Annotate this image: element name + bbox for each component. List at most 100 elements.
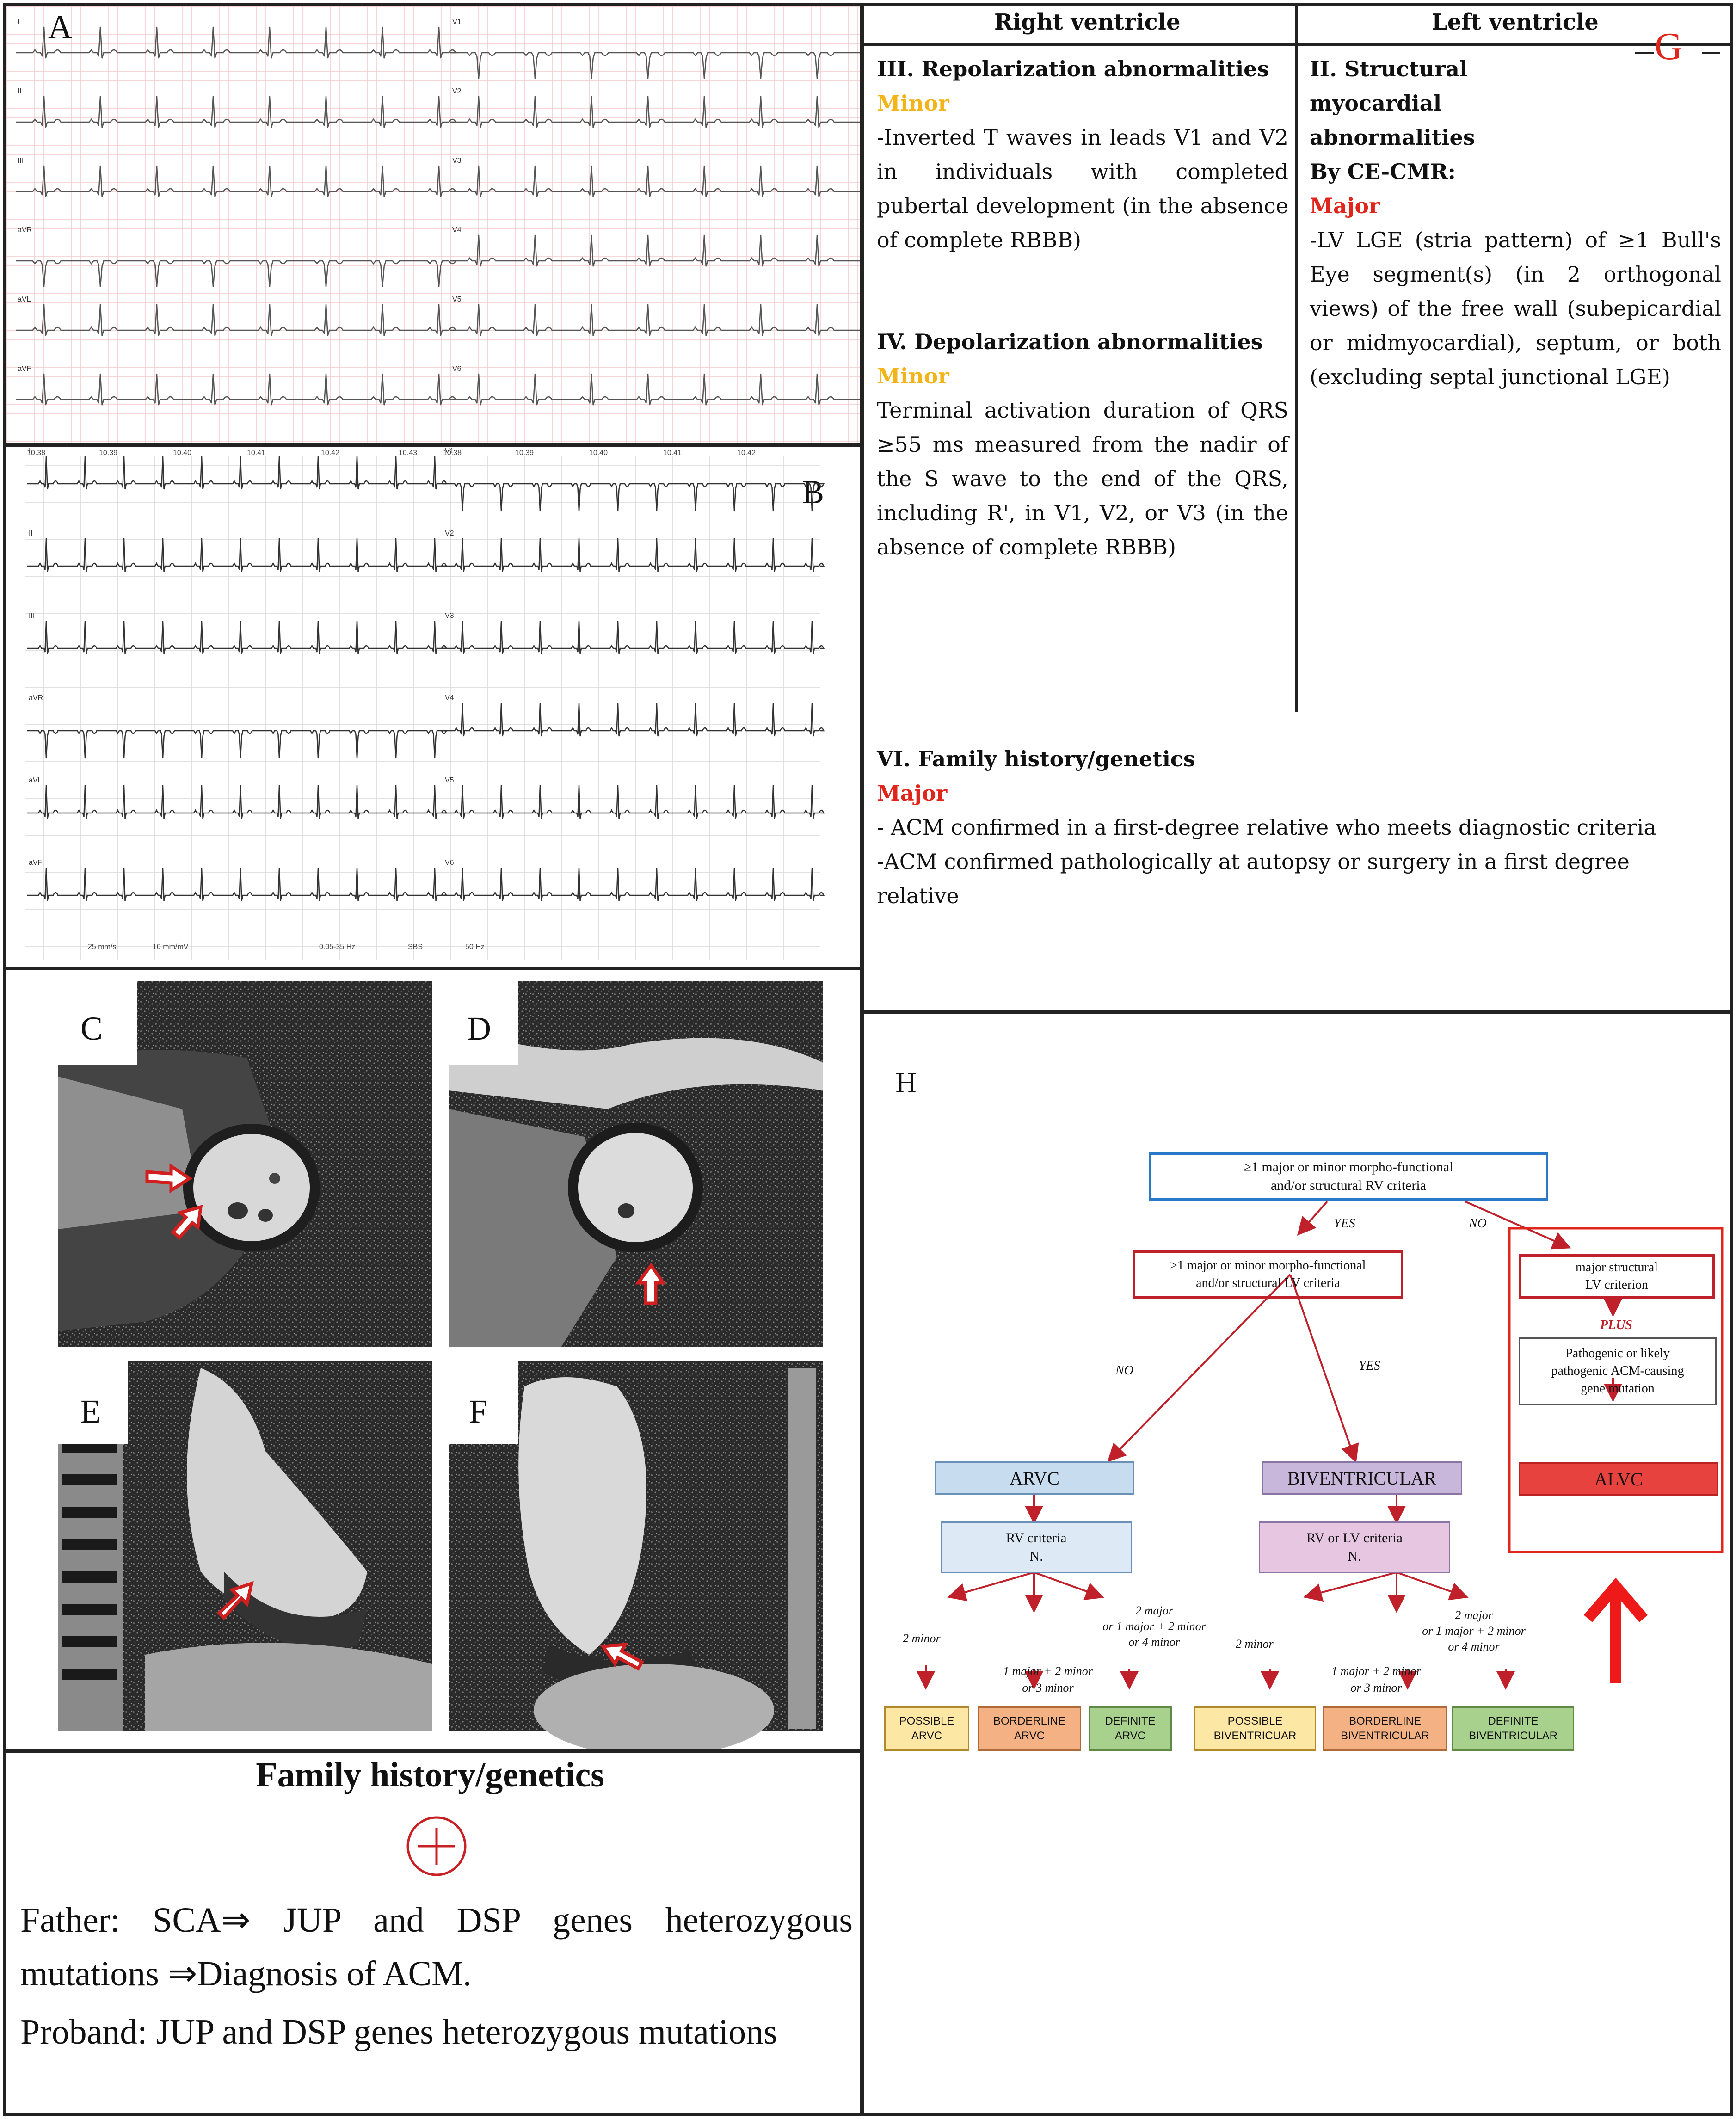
- ecg-lead-label: III: [29, 612, 35, 620]
- fc-rv-n-line1: RV criteria: [1006, 1530, 1067, 1546]
- fc-definite-arvc: DEFINITE ARVC: [1089, 1706, 1172, 1751]
- ecg-lead-label: aVF: [29, 859, 43, 867]
- fc-arvc-right-2: or 1 major + 2 minor: [1102, 1620, 1206, 1633]
- fc-possible-biv-1: POSSIBLE: [1227, 1715, 1283, 1727]
- ecg-trace-III: [27, 620, 448, 654]
- cmr-image-d: [449, 981, 823, 1347]
- ecg-lead-label: V2: [445, 530, 454, 537]
- depol-title: IV. Depolarization abnormalities: [877, 329, 1263, 354]
- family-criteria-item1: - ACM confirmed in a first-degree relati…: [877, 815, 1656, 840]
- lv-column: II. Structural myocardial abnormalities …: [1310, 52, 1721, 394]
- fc-biv-right: 2 major or 1 major + 2 minor or 4 minor: [1397, 1608, 1550, 1655]
- fc-possible-biv-2: BIVENTRICUAR: [1213, 1730, 1297, 1742]
- ecg-trace-V6: [443, 867, 825, 901]
- ecg-lead-label: II: [18, 87, 22, 95]
- fc-biv-mid-2: or 3 minor: [1350, 1681, 1402, 1694]
- cmr-image-f: [449, 1361, 823, 1749]
- fc-gene-line2: pathogenic ACM-causing: [1551, 1364, 1684, 1378]
- ecg-trace-V3: [443, 620, 825, 654]
- ecg-trace-aVR: [27, 730, 448, 759]
- ecg-trace-aVF: [27, 867, 448, 901]
- rv-column: III. Repolarization abnormalities Minor …: [877, 52, 1288, 564]
- panel-a-label: A: [48, 8, 72, 45]
- fc-borderline-biv-2: BIVENTRICULAR: [1340, 1730, 1430, 1742]
- fc-biv-right-2: or 1 major + 2 minor: [1422, 1624, 1526, 1638]
- ecg-trace-V2: [443, 538, 825, 572]
- fc-arvc-mid: 1 major + 2 minor or 3 minor: [969, 1663, 1127, 1696]
- g-column-divider: [1295, 5, 1298, 712]
- depol-text: Terminal activation duration of QRS ≥55 …: [877, 398, 1288, 560]
- ecg-lead-label: V4: [452, 226, 462, 234]
- fc-yes-1: YES: [1334, 1216, 1355, 1231]
- depol-level: Minor: [877, 363, 949, 388]
- ecg-trace-V4: [450, 234, 860, 267]
- fc-lv-line2: and/or structural LV criteria: [1196, 1276, 1340, 1290]
- repol-text: -Inverted T waves in leads V1 and V2 in …: [877, 125, 1288, 253]
- ecg-trace-I: [27, 456, 448, 490]
- family-criteria: VI. Family history/genetics Major - ACM …: [877, 742, 1718, 913]
- ecg-trace-V4: [443, 702, 825, 737]
- fc-major-lv-box: major structural LV criterion: [1519, 1254, 1715, 1299]
- ecg-b-time-label: 10.40: [589, 449, 608, 457]
- ecg-trace-V1: [443, 483, 825, 512]
- arrow-c-2: [171, 1205, 203, 1240]
- ecg-lead-label: V1: [452, 18, 462, 26]
- family-criteria-title: VI. Family history/genetics: [877, 746, 1195, 771]
- fc-possible-biv: POSSIBLE BIVENTRICUAR: [1194, 1706, 1316, 1751]
- fc-arvc-right-1: 2 major: [1135, 1604, 1173, 1617]
- lv-method: By CE-CMR:: [1310, 159, 1456, 184]
- ecg-trace-V2: [450, 96, 860, 128]
- ecg-trace-II: [16, 96, 457, 128]
- fc-definite-arvc-1: DEFINITE: [1105, 1715, 1156, 1727]
- fc-top-line1: ≥1 major or minor morpho-functional: [1244, 1159, 1453, 1175]
- ecg-b-sbs: SBS: [408, 943, 423, 951]
- arrow-c-1: [145, 1163, 193, 1194]
- fc-biv-right-1: 2 major: [1455, 1608, 1493, 1622]
- family-criteria-item2: -ACM confirmed pathologically at autopsy…: [877, 849, 1630, 908]
- ecg-lead-label: V2: [452, 87, 462, 95]
- ecg-lead-label: V3: [445, 612, 454, 620]
- fc-arvc-right-3: or 4 minor: [1128, 1635, 1180, 1649]
- g-label-dash-right: [1702, 52, 1720, 54]
- panel-d-label: D: [467, 1010, 491, 1047]
- plus-circle-icon: [406, 1816, 467, 1876]
- ecg-lead-label: I: [18, 18, 19, 26]
- ecg-trace-II: [27, 538, 448, 572]
- cmr-images: C D E F: [58, 981, 823, 1749]
- fc-gene-box: Pathogenic or likely pathogenic ACM-caus…: [1519, 1337, 1717, 1405]
- ecg-trace-aVL: [27, 785, 448, 819]
- lv-header: Left ventricle: [1432, 9, 1599, 35]
- ecg-trace-I: [16, 26, 457, 59]
- ecg-trace-V5: [450, 304, 860, 336]
- ecg-trace-V6: [450, 373, 860, 406]
- family-proband-text: Proband: JUP and DSP genes heterozygous …: [20, 2013, 777, 2051]
- fc-yes-2: YES: [1359, 1359, 1380, 1373]
- ecg-b-time-label: 10.41: [247, 449, 265, 457]
- fc-rvlv-n-line1: RV or LV criteria: [1306, 1530, 1403, 1546]
- fc-arvc-mid-2: or 3 minor: [1022, 1681, 1074, 1694]
- ecg-b-time-label: 10.39: [515, 449, 534, 457]
- lv-level: Major: [1310, 193, 1380, 218]
- arrow-f: [600, 1642, 644, 1671]
- ecg-b-gain: 10 mm/mV: [153, 943, 189, 951]
- fc-possible-arvc-1: POSSIBLE: [899, 1715, 954, 1727]
- flowchart-connectors: [917, 1201, 1724, 1690]
- fc-biv-two-minor: 2 minor: [1236, 1637, 1274, 1651]
- fc-biv-right-3: or 4 minor: [1448, 1640, 1500, 1653]
- ecg-b-filter: 0.05-35 Hz: [319, 943, 355, 951]
- ecg-lead-label: V5: [445, 776, 454, 784]
- family-criteria-level: Major: [877, 781, 948, 806]
- cmr-image-c: [58, 981, 432, 1347]
- arrow-e: [216, 1581, 254, 1620]
- fc-arvc-box: ARVC: [935, 1461, 1134, 1495]
- ecg-b-time-label: 10.43: [399, 449, 417, 457]
- ecg-lead-label: III: [18, 157, 24, 165]
- fc-possible-arvc-2: ARVC: [911, 1730, 942, 1742]
- fc-rvlv-n-box: RV or LV criteria N.: [1259, 1521, 1450, 1573]
- cmr-image-e: [58, 1361, 432, 1731]
- family-panel-title: Family history/genetics: [256, 1756, 604, 1794]
- fc-borderline-biv: BORDERLINE BIVENTRICULAR: [1323, 1706, 1447, 1751]
- rv-header: Right ventricle: [994, 9, 1181, 35]
- fc-rvlv-n-line2: N.: [1348, 1549, 1361, 1564]
